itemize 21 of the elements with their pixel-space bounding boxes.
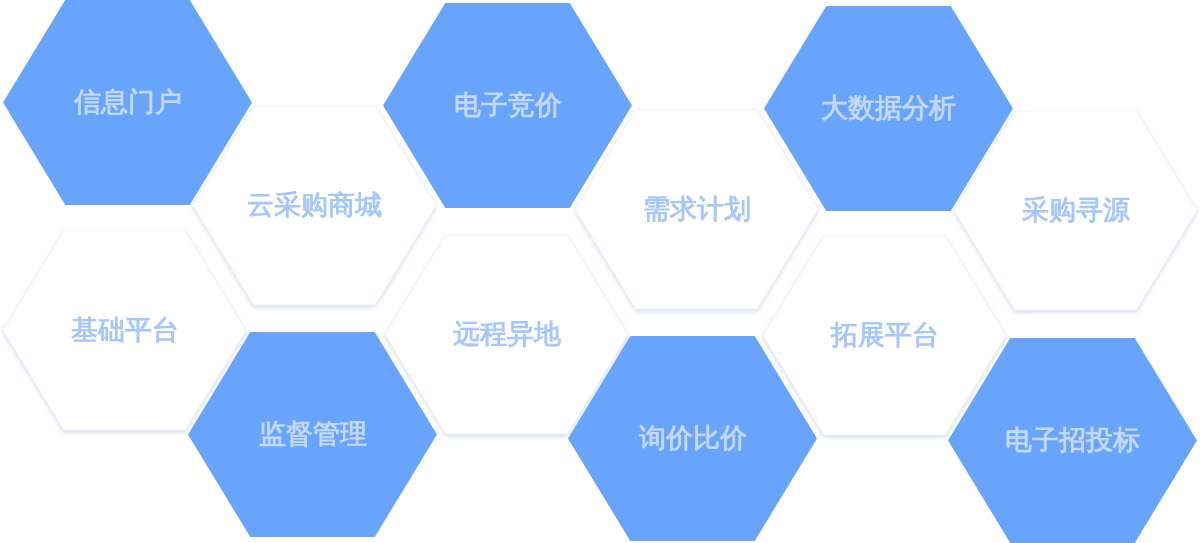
tile-label: 大数据分析 xyxy=(821,92,956,125)
tile-label: 拓展平台 xyxy=(830,319,939,352)
tile-label: 电子招投标 xyxy=(1005,424,1140,457)
tile-label: 询价比价 xyxy=(638,422,747,455)
tile-label: 远程异地 xyxy=(452,318,561,351)
tile-label: 基础平台 xyxy=(70,314,179,347)
tile-label: 需求计划 xyxy=(642,193,751,226)
tile-label: 电子竞价 xyxy=(453,89,562,122)
hexagon-tile xyxy=(948,338,1197,543)
tile-label: 监督管理 xyxy=(258,418,367,451)
hexagon-tile xyxy=(764,6,1013,211)
tile-label: 云采购商城 xyxy=(247,189,382,222)
hexagon-tile xyxy=(188,332,437,537)
hexagon-tile xyxy=(568,336,817,541)
hexagon-tile xyxy=(190,103,439,308)
hexagon-tile xyxy=(382,232,631,437)
tile-label: 采购寻源 xyxy=(1021,194,1130,227)
hexagon-tile xyxy=(383,3,632,208)
hexagon-tile xyxy=(572,107,821,312)
hexagon-tile xyxy=(0,228,249,433)
tile-label: 信息门户 xyxy=(73,86,182,119)
